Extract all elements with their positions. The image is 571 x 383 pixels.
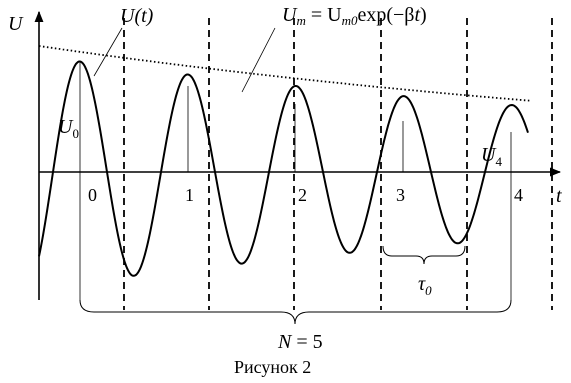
signal-curve — [38, 60, 529, 277]
peak-markers — [79, 62, 512, 172]
signal-label-leader — [93, 27, 123, 77]
signal-label: U(t) — [120, 5, 154, 27]
n-bracket — [79, 299, 512, 325]
peak-index-labels: 0 1 2 3 4 — [88, 185, 523, 205]
envelope-label-leader — [241, 27, 276, 93]
peak-index: 4 — [514, 185, 523, 205]
u0-label: U0 — [58, 116, 79, 141]
y-axis-label: U — [8, 13, 24, 35]
peak-index: 0 — [88, 185, 97, 205]
u4-label: U4 — [481, 144, 502, 169]
envelope-eq: = U — [306, 4, 342, 26]
envelope-t: t — [414, 4, 420, 26]
envelope-U: U — [282, 4, 298, 26]
tau-bracket — [382, 245, 466, 265]
peak-index: 2 — [298, 185, 307, 205]
tau-label: τ0 — [418, 273, 432, 298]
envelope-curve — [38, 45, 532, 102]
n-label: N = 5 — [277, 331, 323, 353]
envelope-formula: Um = Um0exp(−βt) — [282, 4, 427, 28]
x-axis-label: t — [556, 185, 562, 207]
envelope-close: ) — [420, 4, 427, 26]
figure-caption: Рисунок 2 — [234, 357, 311, 377]
peak-index: 3 — [396, 185, 405, 205]
envelope-exp: exp(−β — [357, 4, 414, 26]
peak-index: 1 — [185, 185, 194, 205]
dashed-guides — [123, 18, 553, 310]
envelope-sub2: m0 — [342, 13, 358, 28]
envelope-sub: m — [296, 13, 305, 28]
